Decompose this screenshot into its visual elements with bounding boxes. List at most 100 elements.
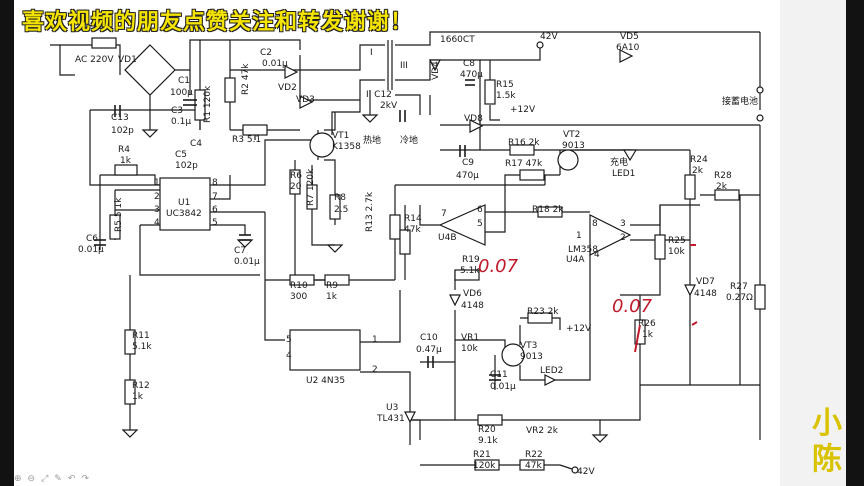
component-label: R3 5.1: [232, 135, 261, 145]
component-label: +12V: [566, 324, 592, 334]
component-label: UC3842: [166, 209, 202, 219]
component-label: R12: [132, 381, 150, 391]
component-label: R22: [525, 450, 543, 460]
component-label: LED1: [612, 169, 635, 179]
resistor-r24: [684, 174, 696, 200]
resistor-r6: [289, 169, 301, 195]
diode-vd2: [284, 65, 299, 79]
component-label: 3: [154, 205, 160, 215]
handwritten-annotations: 0.07 0.07: [478, 244, 698, 353]
component-label: 8: [212, 178, 218, 188]
video-left-border: [0, 0, 14, 486]
video-banner: 喜欢视频的朋友点赞关注和转发谢谢！: [22, 10, 414, 35]
component-label: R7 120k: [306, 168, 316, 206]
component-label: 300: [290, 292, 307, 302]
resistor-r12: [124, 379, 136, 405]
component-label: R27: [730, 282, 748, 292]
component-label: 2k: [692, 166, 704, 176]
component-label: R17 47k: [505, 159, 543, 169]
component-label: 470μ: [456, 171, 479, 181]
battery-terminal-neg: [756, 114, 764, 122]
battery-terminal-pos: [756, 86, 764, 94]
component-label: C9: [462, 158, 474, 168]
undo-icon[interactable]: ↶: [67, 474, 76, 484]
component-label: 47k: [525, 461, 542, 471]
diode-vd8: [469, 119, 484, 133]
component-label: 5: [212, 218, 218, 228]
resistor-r18: [537, 206, 563, 218]
component-label: 1k: [132, 392, 144, 402]
component-label: 0.27Ω: [726, 293, 753, 303]
component-label: 4148: [461, 301, 484, 311]
component-label: 1k: [326, 292, 338, 302]
component-label: C13: [111, 113, 129, 123]
resistor-r8: [329, 194, 341, 220]
diode-vd4: [429, 59, 441, 72]
video-right-border: [846, 0, 864, 486]
component-label: R1 120k: [203, 85, 213, 123]
component-label: 10k: [461, 344, 478, 354]
component-label: C3: [171, 106, 183, 116]
redo-icon[interactable]: ↷: [81, 474, 89, 484]
component-label: R13 2.7k: [365, 191, 375, 232]
component-label: 470μ: [460, 70, 483, 80]
led1: [622, 149, 638, 162]
component-label: 接蓄电池: [722, 95, 758, 107]
component-label: C2: [260, 48, 272, 58]
component-label: VD8: [464, 114, 483, 124]
diode-vd6: [449, 294, 461, 307]
component-label: 20: [290, 182, 302, 192]
component-label: R9: [326, 281, 338, 291]
handwritten-note-1: 0.07: [478, 256, 519, 277]
rail-42v-bottom: [571, 466, 579, 474]
component-label: 102p: [111, 126, 134, 136]
resistor-r25: [654, 234, 666, 260]
component-label: 6A10: [616, 43, 640, 53]
component-label: 2: [154, 192, 160, 202]
component-label: 1: [154, 178, 160, 188]
fit-icon[interactable]: ⤢: [41, 474, 49, 484]
component-label: VD4: [431, 61, 441, 80]
component-label: 9013: [562, 141, 585, 151]
component-label: LED2: [540, 366, 563, 376]
component-label: 5: [286, 335, 292, 345]
component-label: VD5: [620, 32, 639, 42]
component-label: R28: [714, 171, 732, 181]
component-label: 7: [212, 192, 218, 202]
component-label: R8: [334, 193, 346, 203]
component-label: U1: [178, 198, 190, 208]
component-label: 2.5: [334, 205, 348, 215]
resistor-r17: [519, 169, 545, 181]
component-label: I: [370, 48, 373, 58]
component-label: 5: [477, 219, 483, 229]
component-label: 0.01μ: [78, 245, 104, 255]
component-label: R23 2k: [527, 307, 559, 317]
component-label: 5.1k: [132, 342, 152, 352]
zoom-in-icon[interactable]: ⊕: [14, 474, 22, 484]
component-label: 120k: [473, 461, 496, 471]
component-label: 6: [477, 205, 483, 215]
component-label: 4: [286, 351, 292, 361]
resistor-r19: [454, 269, 480, 281]
fuse: [91, 37, 117, 49]
component-label: R21: [473, 450, 491, 460]
zoom-out-icon[interactable]: ⊖: [27, 474, 36, 484]
side-char-2: 陈: [812, 442, 842, 477]
resistor-r10: [289, 274, 315, 286]
component-label: 100μ: [170, 88, 193, 98]
component-label: R25: [668, 236, 686, 246]
component-label: VD1: [118, 55, 137, 65]
component-label: 2kV: [380, 101, 398, 111]
component-label: 3: [620, 219, 626, 229]
component-label: 4148: [694, 289, 717, 299]
resistor-r14: [399, 229, 411, 255]
component-label: R6: [290, 171, 302, 181]
component-label: C1: [178, 76, 190, 86]
component-label: 4: [594, 250, 600, 260]
component-label: R24: [690, 155, 708, 165]
resistor-r9: [324, 274, 350, 286]
component-label: U4B: [438, 233, 457, 243]
pen-icon[interactable]: ✎: [54, 474, 62, 484]
